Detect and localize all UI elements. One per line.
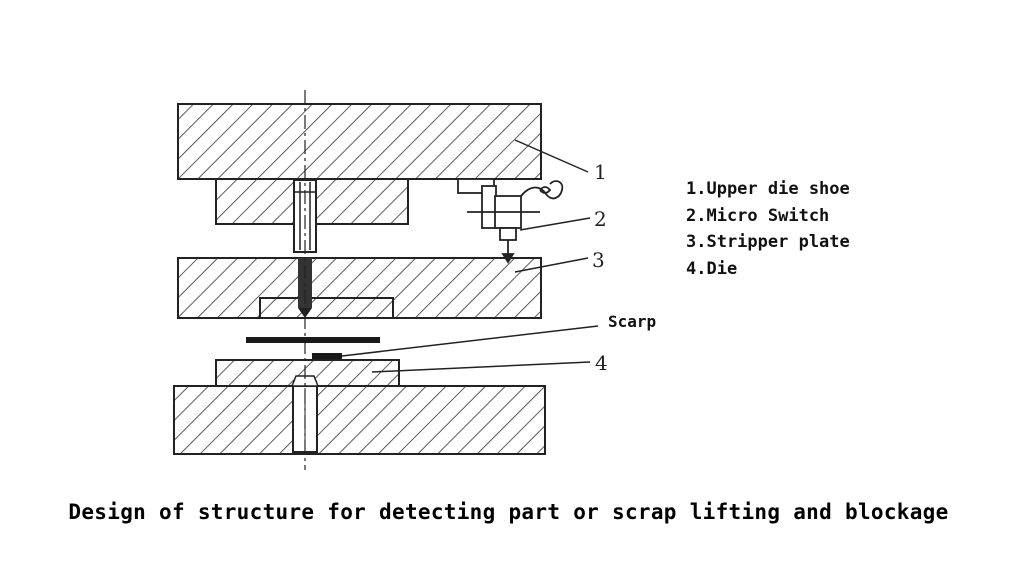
leader-line-4	[371, 361, 591, 373]
upper-die-shoe	[177, 103, 542, 180]
strip-material	[246, 337, 380, 343]
legend-item-micro-switch: 2.Micro Switch	[686, 205, 830, 226]
legend-item-stripper-plate: 3.Stripper plate	[686, 232, 850, 252]
part-number-2: 2	[594, 207, 607, 231]
part-number-3: 3	[592, 248, 605, 272]
scrap-piece	[312, 353, 342, 359]
part-number-1: 1	[594, 160, 607, 184]
leader-line-scrap	[341, 325, 599, 357]
lower-die-shoe	[173, 385, 546, 455]
leader-line-1	[514, 139, 589, 173]
legend-item-upper-die-shoe: 1.Upper die shoe	[686, 179, 850, 199]
micro-switch	[457, 178, 564, 264]
leader-line-3	[514, 257, 589, 273]
scrap-label: Scarp	[608, 312, 657, 331]
legend-item-die: 4.Die	[686, 258, 738, 279]
stripper-insert	[259, 297, 394, 319]
leader-line-2	[519, 217, 591, 231]
legend: 1.Upper die shoe 2.Micro Switch 3.Stripp…	[686, 176, 850, 282]
figure-caption: Design of structure for detecting part o…	[68, 500, 949, 524]
part-number-4: 4	[595, 351, 608, 375]
